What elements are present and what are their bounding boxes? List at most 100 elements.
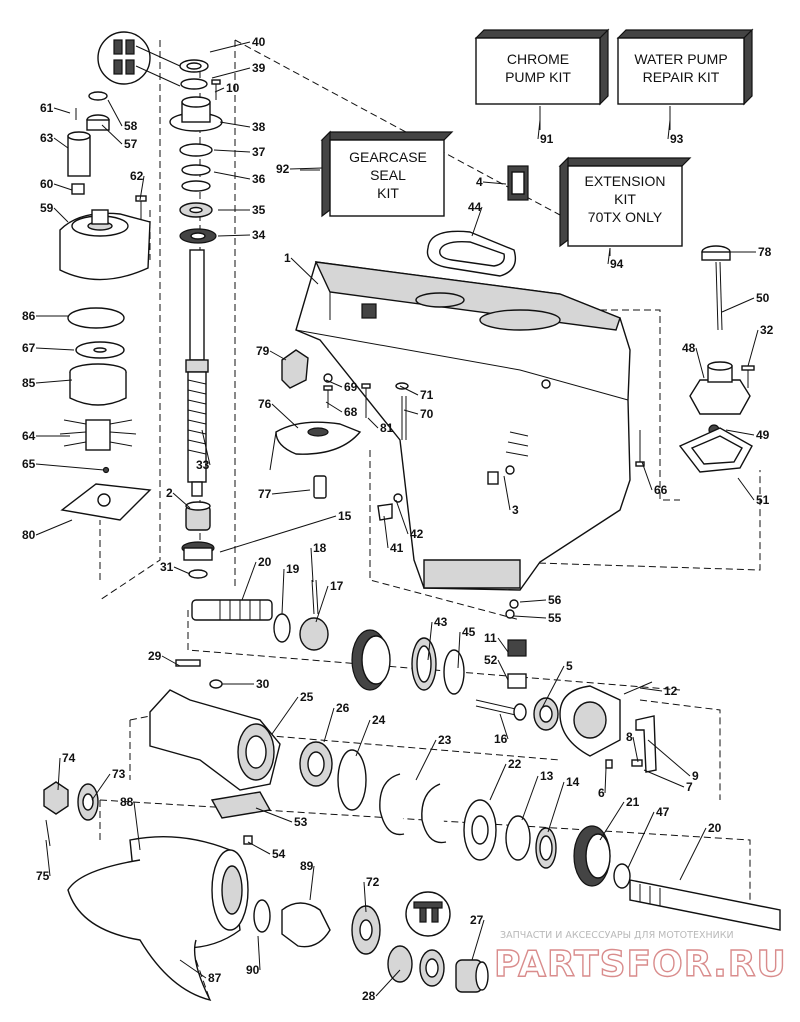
leader-line-28 [375,969,401,997]
leader-line-81 [367,417,379,429]
leader-line-13 [521,775,539,821]
gear-train-parts [175,579,657,773]
callout-label-6: 6 [598,786,605,800]
callout-label-68: 68 [344,405,358,419]
callout-label-69: 69 [344,380,358,394]
callout-label-47: 47 [656,805,670,819]
kit-box-extension: EXTENSION KIT 70TX ONLY [558,156,692,248]
kit-seal-line-1: GEARCASE [349,149,427,165]
leader-line-87 [179,959,207,979]
callout-label-74: 74 [62,751,76,765]
callout-label-26: 26 [336,701,350,715]
leader-line-31 [173,566,191,575]
leader-line-73 [91,773,111,801]
callout-label-40: 40 [252,35,266,49]
leader-line-20 [679,827,707,881]
middle-left-parts [269,349,519,619]
gearcase-housing [295,261,631,591]
leader-line-7 [643,769,685,788]
callout-label-62: 62 [130,169,144,183]
leader-line-52 [497,659,509,681]
leader-line-72 [363,881,367,913]
leader-line-16 [499,713,509,740]
leader-line-6 [604,767,607,794]
leader-line-32 [747,329,759,367]
callout-label-28: 28 [362,989,376,1003]
callout-label-70: 70 [420,407,434,421]
callout-label-39: 39 [252,61,266,75]
callout-label-3: 3 [512,503,519,517]
leader-line-77 [271,489,311,495]
leader-line-12 [639,687,663,692]
leader-line-69 [325,379,343,388]
callout-label-7: 7 [686,780,693,794]
leader-line-61 [53,107,71,114]
leader-line-15 [219,515,337,553]
callout-label-63: 63 [40,131,54,145]
leader-line-1 [290,257,319,285]
callout-label-79: 79 [256,344,270,358]
callout-label-23: 23 [438,733,452,747]
leader-line-89 [309,865,315,901]
callout-label-9: 9 [692,769,699,783]
callout-label-35: 35 [252,203,266,217]
leader-line-39 [211,67,251,79]
callout-label-73: 73 [112,767,126,781]
callout-label-17: 17 [330,579,344,593]
leader-line-90 [257,935,261,971]
kit-box-gearcase-seal: GEARCASE SEAL KIT [320,130,454,218]
callout-label-88: 88 [120,795,134,809]
leader-line-9 [647,739,691,777]
leader-line-56 [519,599,547,603]
callout-label-21: 21 [626,795,640,809]
callout-label-24: 24 [372,713,386,727]
leader-line-76 [271,403,299,429]
callout-label-10: 10 [226,81,240,95]
callout-label-86: 86 [22,309,36,323]
callout-label-1: 1 [284,251,291,265]
kit-number-labels [300,106,671,256]
callout-label-58: 58 [124,119,138,133]
leader-line-3 [503,475,511,511]
callout-label-31: 31 [160,560,174,574]
callout-label-55: 55 [548,611,562,625]
leader-line-88 [133,801,141,851]
leader-line-85 [35,379,73,384]
callout-label-53: 53 [294,815,308,829]
leader-line-25 [271,696,299,735]
callout-label-25: 25 [300,690,314,704]
leader-line-26 [323,707,335,743]
callout-label-92: 92 [276,162,290,176]
callout-label-80: 80 [22,528,36,542]
callout-label-33: 33 [196,458,210,472]
leader-line-33 [201,429,211,466]
leader-line-44 [471,206,483,237]
leader-line-49 [725,429,755,436]
callout-label-48: 48 [682,341,696,355]
callout-label-66: 66 [654,483,668,497]
leader-line-50 [721,297,755,313]
leader-line-27 [471,919,485,961]
leader-line-23 [415,739,437,781]
leader-line-21 [599,801,625,841]
kit-water-line-1: WATER PUMP [634,51,727,67]
leader-line-65 [35,463,105,471]
leader-line-68 [325,401,343,413]
leader-line-19 [281,568,285,615]
callout-label-59: 59 [40,201,54,215]
callout-label-5: 5 [566,659,573,673]
callout-label-87: 87 [208,971,222,985]
callout-label-77: 77 [258,487,272,501]
callout-label-61: 61 [40,101,54,115]
leader-line-43 [427,621,433,661]
leader-line-42 [395,499,409,535]
kit-chrome-line-2: PUMP KIT [505,69,571,85]
callout-label-57: 57 [124,137,138,151]
callout-label-91: 91 [540,132,554,146]
leader-line-45 [457,631,461,669]
callout-label-16: 16 [494,732,508,746]
callout-label-76: 76 [258,397,272,411]
callout-label-45: 45 [462,625,476,639]
leader-line-51 [737,477,755,501]
callout-label-27: 27 [470,913,484,927]
